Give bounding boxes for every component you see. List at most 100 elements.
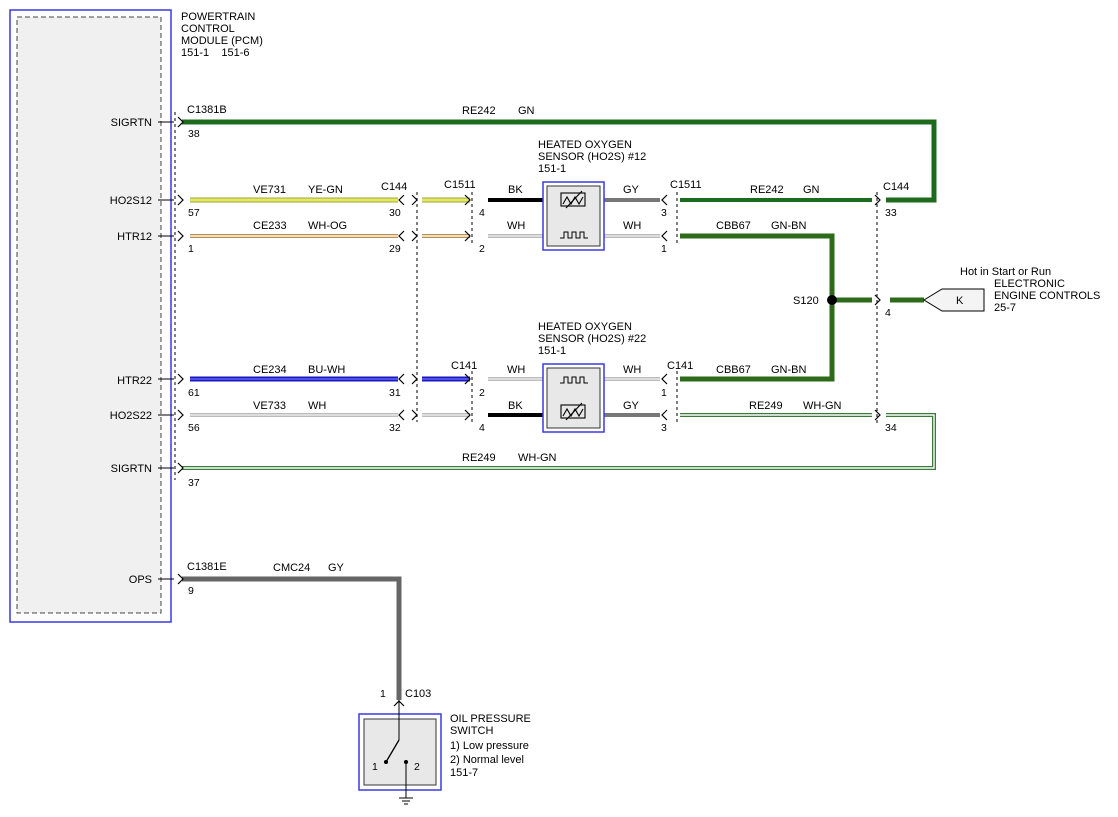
connector-dash-lines: [416, 192, 878, 423]
cbb67-bottom-color: GN-BN: [771, 364, 807, 376]
pcm-pin-num-56: 56: [188, 422, 200, 434]
cbb67-bottom-circuit: CBB67: [716, 364, 751, 376]
c144-right-pin-4: 4: [885, 307, 891, 319]
c141-left-name: C141: [451, 360, 477, 372]
wires: [182, 119, 937, 700]
ec-letter: K: [956, 295, 964, 307]
c141-right-pin-1: 1: [661, 387, 667, 399]
s22-title-2: SENSOR (HO2S) #22: [538, 333, 646, 345]
s22-sensing-element-icon: [560, 402, 586, 421]
wire-cbb67: [680, 233, 835, 382]
re242-right-circuit: RE242: [750, 184, 784, 196]
pcm-pin-htr22: HTR22: [117, 375, 152, 387]
cmc24-circuit: CMC24: [273, 562, 310, 574]
ops-switch-blade: [385, 739, 400, 763]
wire-re242-top: [182, 119, 937, 203]
re249-bottom-color: WH-GN: [518, 452, 557, 464]
re249-right-color: WH-GN: [803, 400, 842, 412]
pcm-title-4: 151-1 151-6: [181, 47, 250, 59]
pcm-module: POWERTRAIN CONTROL MODULE (PCM) 151-1 15…: [9, 9, 263, 623]
c103-pin-1: 1: [380, 688, 386, 700]
pcm-pin-num-61: 61: [188, 387, 200, 399]
ec-line-4: 25-7: [994, 302, 1016, 314]
c141-left-pin-2: 2: [479, 387, 485, 399]
cbb67-top-circuit: CBB67: [716, 220, 751, 232]
c1511-left-pin-4: 4: [479, 207, 485, 219]
c141-left-pin-4: 4: [479, 422, 485, 434]
re242-top-color: GN: [518, 105, 535, 117]
s22-wire-gy: GY: [623, 400, 640, 412]
ground-icon: [399, 797, 413, 805]
c1511-right-pin-1: 1: [661, 243, 667, 255]
cbb67-top-color: GN-BN: [771, 220, 807, 232]
c144-left-pin-29: 29: [389, 243, 401, 255]
s120-label: S120: [793, 295, 819, 307]
s12-sensing-element-icon: [560, 190, 586, 209]
s12-title-1: HEATED OXYGEN: [538, 139, 632, 151]
ve731-color: YE-GN: [308, 184, 343, 196]
pcm-pin-ops: OPS: [129, 574, 152, 586]
ec-arrow-tag: [923, 288, 985, 312]
c1511-right-pin-3: 3: [661, 207, 667, 219]
c141-right-name: C141: [667, 360, 693, 372]
pcm-pin-ho2s12: HO2S12: [110, 195, 152, 207]
ops-contact-1: [384, 760, 388, 764]
pcm-pin-stubs: [158, 121, 174, 580]
c1511-right-name: C1511: [670, 179, 702, 191]
c1511-left-pin-2: 2: [479, 243, 485, 255]
ec-line-2: ELECTRONIC: [994, 278, 1065, 290]
ops-inner: [363, 718, 437, 786]
ops-line-4: 2) Normal level: [450, 754, 524, 766]
ve733-color: WH: [308, 400, 326, 412]
c1381e-label: C1381E: [187, 561, 227, 573]
s12-inner: [546, 185, 601, 247]
c141-right-pin-3: 3: [661, 422, 667, 434]
pcm-inner-box: [16, 16, 162, 614]
ve731-circuit: VE731: [253, 184, 286, 196]
pcm-pin-sigrtn-38: SIGRTN: [111, 117, 152, 129]
s22-wire-bk: BK: [508, 400, 523, 412]
ops-line-3: 1) Low pressure: [450, 740, 529, 752]
ec-line-3: ENGINE CONTROLS: [994, 290, 1100, 302]
s12-heater-icon: [560, 231, 588, 239]
c1511-left-name: C1511: [444, 179, 476, 191]
ops-pin-2: 2: [414, 761, 420, 773]
heated-oxygen-sensor-12: HEATED OXYGEN SENSOR (HO2S) #12 151-1 BK…: [507, 139, 646, 251]
c144-right-pin-33: 33: [885, 207, 897, 219]
pcm-pin-htr12: HTR12: [117, 231, 152, 243]
c1381b-label: C1381B: [187, 104, 227, 116]
ec-line-1: Hot in Start or Run: [960, 266, 1051, 278]
c144-left-name: C144: [381, 181, 407, 193]
ce234-color: BU-WH: [308, 364, 345, 376]
re249-bottom-circuit: RE249: [462, 452, 496, 464]
cmc24-color: GY: [328, 562, 345, 574]
s12-wire-wh-right: WH: [623, 220, 641, 232]
ce233-circuit: CE233: [253, 220, 287, 232]
s120-splice-dot: [827, 295, 837, 305]
pcm-title-2: CONTROL: [181, 23, 235, 35]
pcm-title-3: MODULE (PCM): [181, 35, 263, 47]
s12-wire-wh-left: WH: [507, 220, 525, 232]
pcm-pin-num-38: 38: [188, 128, 200, 140]
s22-title-1: HEATED OXYGEN: [538, 321, 632, 333]
s12-title-3: 151-1: [538, 163, 566, 175]
ops-title-2: SWITCH: [450, 725, 493, 737]
oil-pressure-switch: 1 2 OIL PRESSURE SWITCH 1) Low pressure …: [358, 700, 531, 805]
wire-cmc24: [182, 576, 402, 700]
pcm-title-1: POWERTRAIN: [181, 11, 255, 23]
ce234-circuit: CE234: [253, 364, 287, 376]
pcm-pin-ho2s22: HO2S22: [110, 410, 152, 422]
c144-left-pin-30: 30: [389, 207, 401, 219]
s22-heater-icon: [560, 376, 588, 384]
re242-top-circuit: RE242: [462, 105, 496, 117]
s12-title-2: SENSOR (HO2S) #12: [538, 151, 646, 163]
c144-left-pin-32: 32: [389, 422, 401, 434]
pcm-pin-num-37: 37: [188, 477, 200, 489]
re242-right-color: GN: [803, 184, 820, 196]
re249-right-circuit: RE249: [749, 400, 783, 412]
ops-line-5: 151-7: [450, 767, 478, 779]
engine-controls-reference: Hot in Start or Run ELECTRONIC ENGINE CO…: [923, 266, 1100, 314]
ve733-circuit: VE733: [253, 400, 286, 412]
c103-name: C103: [405, 688, 431, 700]
